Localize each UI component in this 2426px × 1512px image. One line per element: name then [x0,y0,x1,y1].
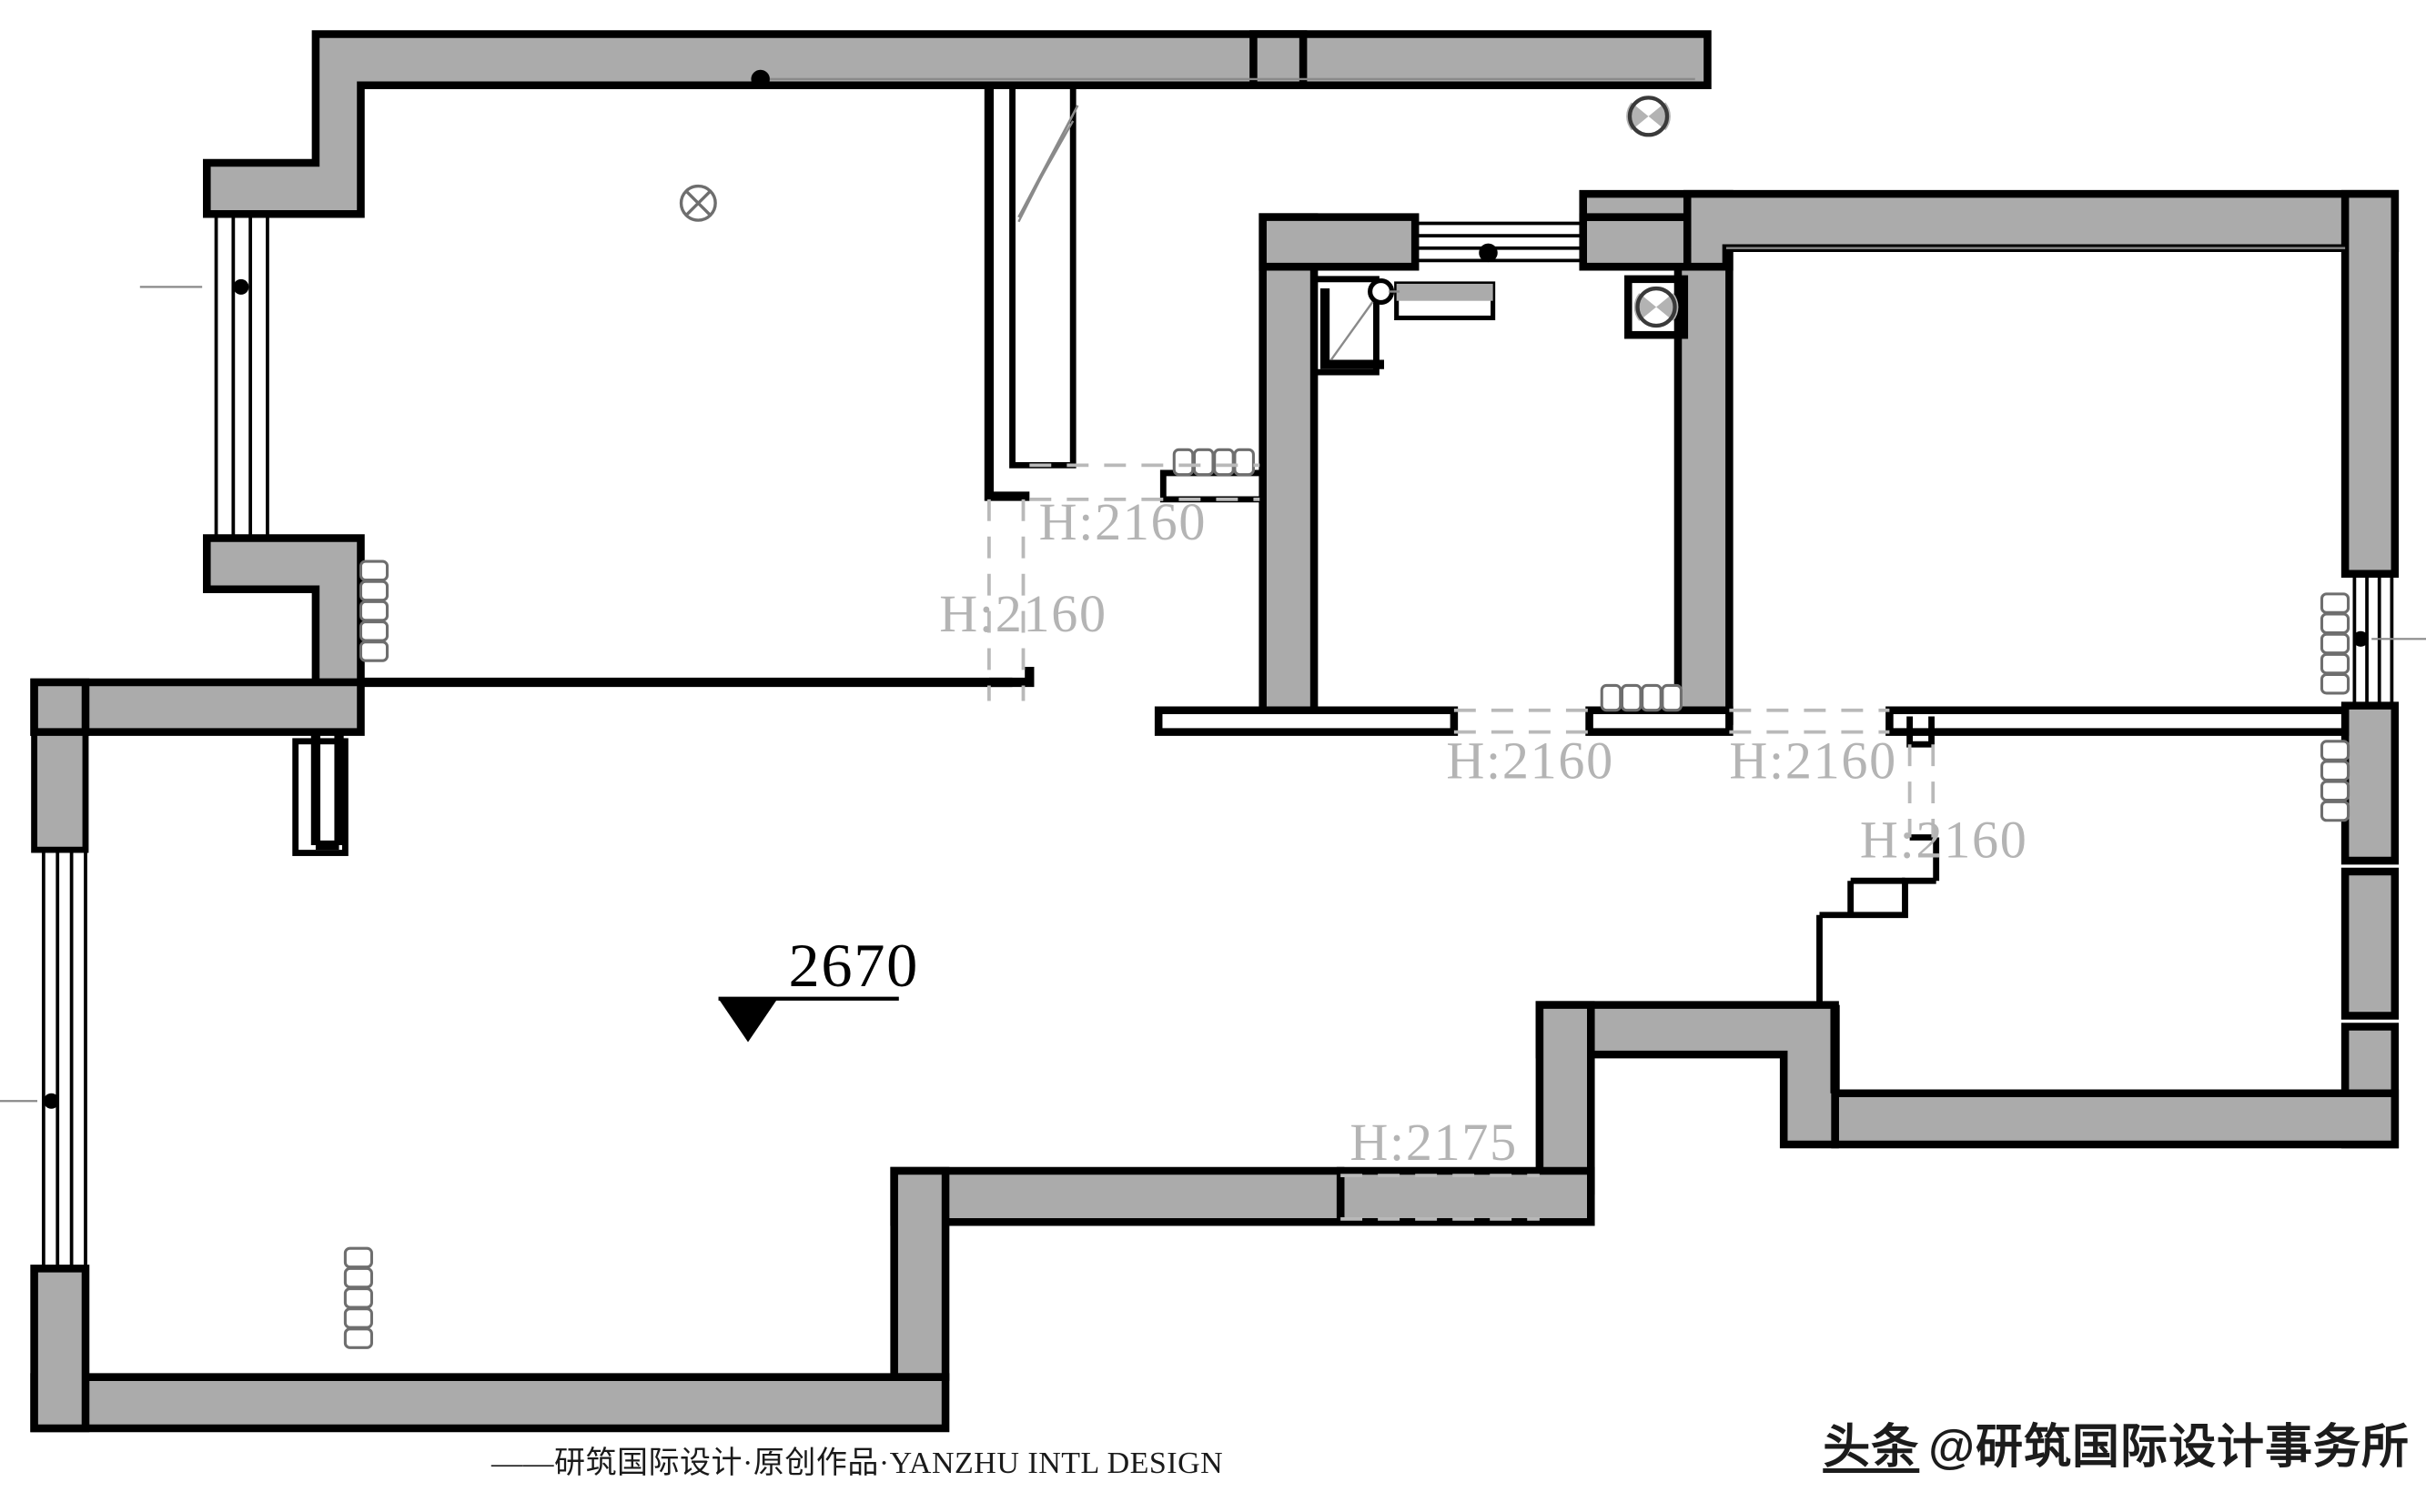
fan-box-kitchen [1624,275,1689,339]
closet-north [984,85,1079,501]
wall-step-lower-horizontal [1336,1166,1595,1226]
partition-group [292,85,2350,1094]
light-circle-cross-icon [679,184,717,222]
window-east [2352,573,2426,706]
symbol-group [679,69,1695,329]
radiator-kitchen-right [1600,683,1683,712]
radiator-group [343,448,2350,1349]
room-north-bottom-jog [988,666,1035,688]
kitchen-fixtures [1314,276,1496,376]
wall-kitchen-left [1258,213,1319,725]
wall-south-bottom [30,1373,950,1433]
fan-vent-icon-2 [1633,285,1679,329]
elevation-marker: 2670 [718,931,919,1043]
window-kitchen-top [1415,221,1583,263]
radiator-west-upper [359,559,389,662]
dimension-leader-top [751,69,1695,89]
watermark: 头条 @研筑国际设计事务所 [1823,1408,2410,1477]
wall-north-west [203,30,1712,218]
radiator-south-west [343,1246,373,1349]
east-step-detail [1816,877,1936,1005]
threshold-kitchen-left [1154,706,1459,736]
dimension-point [43,1093,59,1109]
elevation-value: 2670 [788,931,919,1000]
column-left [310,731,344,851]
wall-left-lower-jamb [203,534,365,687]
wall-step-vertical [1535,1001,1595,1195]
caption-text: ——研筑国际设计·原创作品·YANZHU INTL DESIGN [491,1446,1224,1480]
wall-south-upper-horizontal [890,1166,1345,1226]
wall-south-step-vertical [890,1166,950,1381]
window-group [0,214,2426,1269]
wall-east-bottom [1831,1089,2400,1149]
threshold-east-room [1885,706,2350,736]
wall-left-vertical-lower [30,1265,90,1433]
column-left-box [292,738,349,856]
wall-east-right-lower [2340,867,2400,1020]
radiator-center [1172,448,1255,477]
height-label-3: H:2160 [1446,731,1614,791]
radiator-east-lower [2320,740,2350,822]
height-label-6: H:2175 [1349,1113,1518,1172]
dimension-point [233,278,249,295]
elevation-triangle-icon [718,998,778,1043]
opening-dash-group [987,463,1936,1221]
height-label-2: H:2160 [939,584,1107,643]
dimension-point [1479,243,1498,263]
wall-east-right-mid [2340,701,2400,865]
window-west-lower [0,850,87,1269]
height-label-group: H:2160 H:2160 H:2160 H:2160 H:2160 H:217… [939,492,2027,1172]
radiator-east-upper [2320,592,2350,695]
wall-east-top [1683,189,2400,271]
kitchen-outlet-icon [1368,277,1395,305]
threshold-kitchen-right [1585,706,1734,736]
wall-left-corner-joint [30,678,90,736]
fan-vent-icon-1 [1626,94,1671,139]
dimension-point [2352,630,2369,647]
height-label-5: H:2160 [1860,811,2028,870]
wall-north-notch [1249,30,1308,90]
height-label-4: H:2160 [1729,731,1897,791]
watermark-logo: 头条 [1823,1421,1920,1474]
wall-east-right-upper [2340,189,2400,578]
wall-kitchen-top [1258,213,1420,271]
threshold-east-jog [1906,716,1935,748]
height-label-1: H:2160 [1039,492,1208,551]
watermark-handle: @研筑国际设计事务所 [1928,1421,2410,1474]
window-west-upper [139,214,269,539]
